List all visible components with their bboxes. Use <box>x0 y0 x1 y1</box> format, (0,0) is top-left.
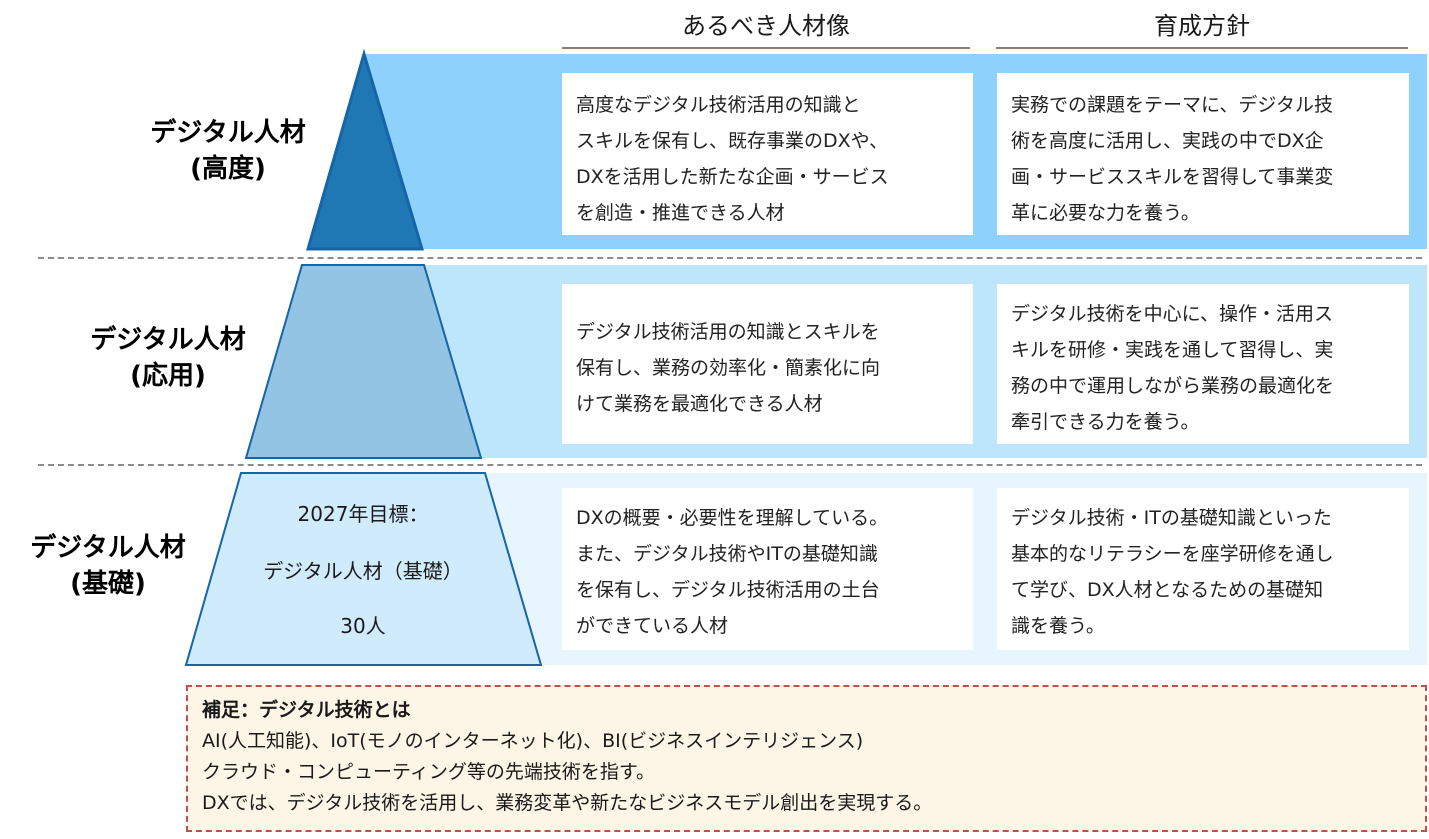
note-line: DXでは、デジタル技術を活用し、業務変革や新たなビジネスモデル創出を実現する。 <box>202 792 933 814</box>
policy-box-advanced: 実務での課題をテーマに、デジタル技 術を高度に活用し、実践の中でDX企 画・サー… <box>997 73 1409 235</box>
text-line: 牽引できる力を養う。 <box>1011 411 1200 433</box>
tier-label-line: (基礎) <box>70 569 146 599</box>
pyramid-tier-applied <box>244 264 483 459</box>
divider <box>38 464 1422 466</box>
ideal-box-basic: DXの概要・必要性を理解している。 また、デジタル技術やITの基礎知識 を保有し… <box>562 488 973 650</box>
text-line: 術を高度に活用し、実践の中でDX企 <box>1011 130 1324 152</box>
text-line: キルを研修・実践を通して習得し、実 <box>1011 339 1334 361</box>
pyramid-tier-advanced <box>306 48 425 251</box>
text-line: 識を養う。 <box>1011 615 1105 637</box>
ideal-box-advanced: 高度なデジタル技術活用の知識と スキルを保有し、既存事業のDXや、 DXを活用し… <box>562 73 973 235</box>
text-line: デジタル技術・ITの基礎知識といった <box>1011 507 1332 529</box>
text-line: 高度なデジタル技術活用の知識と <box>576 94 861 116</box>
text-line: を創造・推進できる人材 <box>576 202 785 224</box>
text-line: スキルを保有し、既存事業のDXや、 <box>576 130 889 152</box>
text-line: を保有し、デジタル技術活用の土台 <box>576 579 880 601</box>
text-line: て学び、DX人材となるための基礎知 <box>1011 579 1324 601</box>
text-line: 画・サービススキルを習得して事業変 <box>1011 166 1334 188</box>
tier-label-line: (応用) <box>130 361 206 391</box>
tier-label-line: デジタル人材 <box>90 325 246 355</box>
text-line: 保有し、業務の効率化・簡素化に向 <box>576 357 881 379</box>
target-line1: 2027年目標： <box>297 502 429 526</box>
policy-box-basic: デジタル技術・ITの基礎知識といった 基本的なリテラシーを座学研修を通し て学び… <box>997 488 1409 650</box>
target-count: 30人 <box>340 614 386 638</box>
tier-label-applied: デジタル人材 (応用) <box>58 322 278 394</box>
target-line2: デジタル人材（基礎） <box>263 559 463 583</box>
text-line: また、デジタル技術やITの基礎知識 <box>576 543 878 565</box>
supplement-note: 補足：デジタル技術とは AI(人工知能)、IoT(モノのインターネット化)、BI… <box>186 685 1427 832</box>
text-line: ができている人材 <box>576 615 729 637</box>
note-line: クラウド・コンピューティング等の先端技術を指す。 <box>202 761 655 783</box>
tier-label-line: デジタル人材 <box>30 533 186 563</box>
text-line: 革に必要な力を養う。 <box>1011 202 1200 224</box>
header-policy: 育成方針 <box>996 6 1408 49</box>
text-line: デジタル技術活用の知識とスキルを <box>576 321 880 343</box>
tier-label-line: (高度) <box>190 154 266 184</box>
header-ideal: あるべき人材像 <box>562 6 970 49</box>
text-line: デジタル技術を中心に、操作・活用ス <box>1011 303 1334 325</box>
ideal-box-applied: デジタル技術活用の知識とスキルを 保有し、業務の効率化・簡素化に向 けて業務を最… <box>562 284 973 444</box>
text-line: 基本的なリテラシーを座学研修を通し <box>1011 543 1334 565</box>
text-line: DXを活用した新たな企画・サービス <box>576 166 889 188</box>
note-title: 補足：デジタル技術とは <box>202 699 411 721</box>
text-line: 務の中で運用しながら業務の最適化を <box>1011 375 1335 397</box>
text-line: DXの概要・必要性を理解している。 <box>576 507 889 529</box>
tier-label-line: デジタル人材 <box>150 118 306 148</box>
tier-label-advanced: デジタル人材 (高度) <box>118 115 338 187</box>
pyramid-tier-basic <box>184 472 543 666</box>
policy-box-applied: デジタル技術を中心に、操作・活用ス キルを研修・実践を通して習得し、実 務の中で… <box>997 284 1409 444</box>
note-line: AI(人工知能)、IoT(モノのインターネット化)、BI(ビジネスインテリジェン… <box>202 730 864 752</box>
text-line: 実務での課題をテーマに、デジタル技 <box>1011 94 1334 116</box>
text-line: けて業務を最適化できる人材 <box>576 393 823 415</box>
divider <box>38 257 1422 259</box>
tier-label-basic: デジタル人材 (基礎) <box>0 530 218 602</box>
